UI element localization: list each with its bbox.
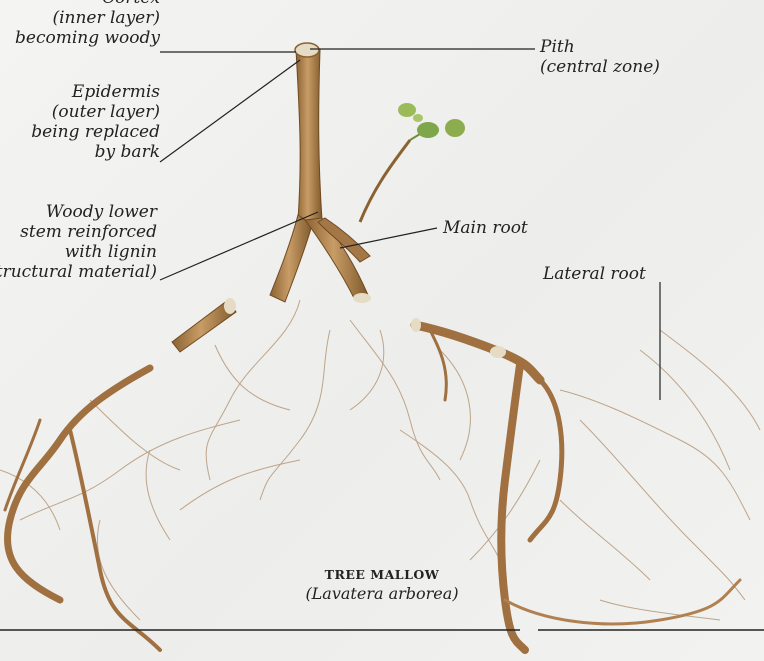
- cut-root-piece: [172, 298, 236, 352]
- label-pith: Pith (central zone): [540, 37, 660, 77]
- seedling: [360, 103, 465, 222]
- label-woody-stem: Woody lower stem reinforced with lignin …: [0, 202, 157, 282]
- leader-lines: [160, 49, 660, 400]
- label-main-root: Main root: [443, 218, 528, 238]
- label-cortex: Cortex (inner layer) becoming woody: [15, 0, 160, 48]
- main-stem: [270, 43, 371, 303]
- caption-title: TREE MALLOW: [0, 566, 764, 584]
- caption-subtitle: (Lavatera arborea): [0, 584, 764, 604]
- label-lateral-root: Lateral root: [543, 264, 646, 284]
- leader-main-root: [340, 228, 437, 248]
- label-epidermis: Epidermis (outer layer) being replaced b…: [31, 82, 160, 162]
- leader-epidermis: [160, 60, 300, 162]
- left-lateral-roots: [5, 368, 160, 650]
- figure-caption: TREE MALLOW (Lavatera arborea): [0, 566, 764, 604]
